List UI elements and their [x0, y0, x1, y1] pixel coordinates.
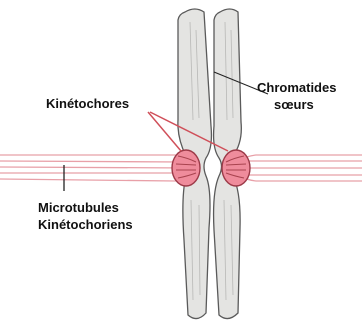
- microtubules-label-line1: Microtubules: [38, 199, 119, 216]
- kinetochore-left: [172, 150, 200, 186]
- chromatids-label-line1: Chromatides: [257, 79, 336, 96]
- kinetochore-right: [222, 150, 250, 186]
- chromatids-label-line2: sœurs: [274, 96, 314, 113]
- microtubules-right: [236, 155, 362, 181]
- microtubules-left: [0, 155, 192, 181]
- microtubules-label-line2: Kinétochoriens: [38, 216, 133, 233]
- kinetochores-label: Kinétochores: [46, 95, 129, 112]
